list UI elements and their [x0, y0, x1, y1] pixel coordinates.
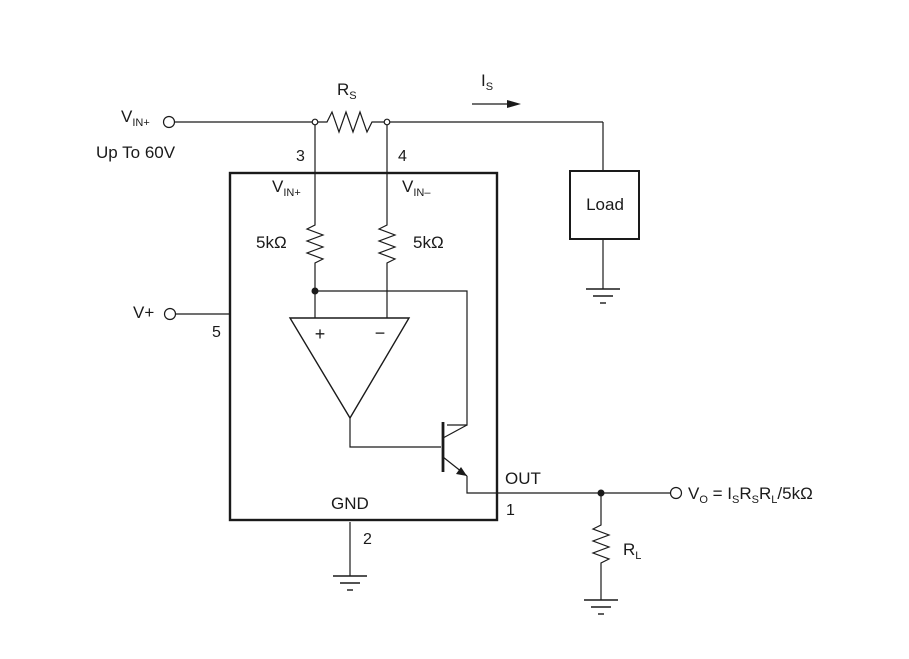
- is-label: IS: [481, 71, 493, 93]
- current-arrowhead: [507, 100, 521, 108]
- vo-equation: VO = ISRSRL/5kΩ: [688, 484, 813, 506]
- feedback-wire: [315, 290, 468, 426]
- node-pin3: [311, 118, 319, 126]
- rl-ground-icon: [584, 599, 618, 615]
- opamp-plus-label: +: [315, 324, 326, 344]
- pin-2-label: 2: [363, 531, 372, 548]
- load-box: [569, 170, 640, 240]
- rl-label: RL: [623, 540, 641, 562]
- load-label: Load: [586, 195, 624, 214]
- gnd-label: GND: [331, 494, 369, 513]
- pin-5-label: 5: [212, 324, 221, 341]
- v-plus-label: V+: [133, 303, 154, 322]
- up-to-label: Up To 60V: [96, 143, 176, 162]
- rs-resistor: [316, 110, 384, 134]
- opamp-minus-label: −: [375, 323, 386, 343]
- vo-terminal: [669, 486, 683, 500]
- v-plus-terminal: [163, 307, 177, 321]
- r2-label: 5kΩ: [413, 233, 444, 252]
- pin-1-label: 1: [506, 502, 515, 519]
- opamp-triangle: [288, 317, 411, 420]
- vin-plus-terminal: [162, 115, 176, 129]
- opamp-output-wire: [349, 418, 441, 448]
- node-pin4: [383, 118, 391, 126]
- ic-package: [228, 171, 499, 522]
- load-ground-icon: [586, 288, 620, 304]
- pin-3-label: 3: [296, 148, 305, 165]
- pin-4-label: 4: [398, 148, 407, 165]
- r1-label: 5kΩ: [256, 233, 287, 252]
- ic-vin-minus-label: VIN–: [402, 177, 431, 199]
- vin-plus-label: VIN+: [121, 107, 150, 129]
- resistor-5k-right: [377, 221, 397, 318]
- out-label: OUT: [505, 469, 541, 488]
- ic-vin-plus-label: VIN+: [272, 177, 301, 199]
- rs-label: RS: [337, 80, 357, 102]
- npn-transistor-icon: [441, 422, 468, 477]
- rl-resistor: [591, 493, 611, 600]
- ic-ground-icon: [333, 575, 367, 591]
- resistor-5k-left: [305, 221, 325, 290]
